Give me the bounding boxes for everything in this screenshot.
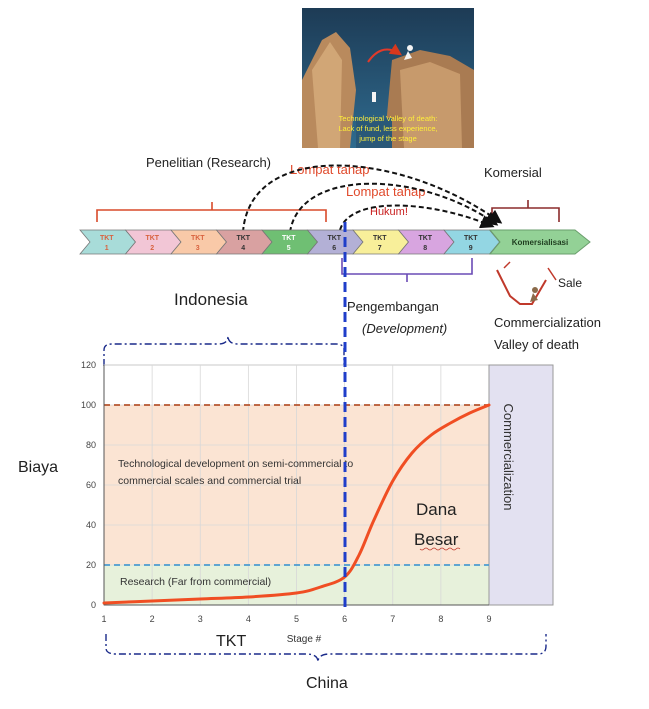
tkt-chevron-title: TKT — [464, 235, 478, 242]
development-region-label-2: commercial scales and commercial trial — [118, 475, 301, 487]
y-tick-label: 40 — [86, 520, 96, 530]
valley-label-2: Valley of death — [494, 337, 579, 352]
x-tick-label: 3 — [198, 614, 203, 624]
cost-curve — [102, 403, 491, 605]
jump-arrows — [242, 164, 503, 233]
y-tick-label: 80 — [86, 440, 96, 450]
photo-caption-3: jump of the stage — [358, 134, 417, 143]
x-axis-label: Stage # — [287, 634, 322, 645]
komersialisasi-arrow: Komersialisasi — [488, 229, 591, 255]
china-brace — [105, 634, 547, 663]
photo-caption-2: Lack of fund, less experience, — [338, 124, 437, 133]
development-brace — [341, 258, 473, 282]
tkt-chevron-number: 7 — [378, 245, 382, 252]
indonesia-brace — [103, 335, 345, 366]
komersial-label: Komersial — [484, 165, 542, 180]
tkt-chevron-number: 5 — [287, 245, 291, 252]
valley-label-1: Commercialization — [494, 315, 601, 330]
tkt-chevron-row: TKT 1 TKT 2 TKT 3 TKT 4 TKT 5 TKT 6 TKT 7 TKT 8 TKT 9 — [79, 229, 501, 255]
valley-photo: Technological Valley of death: Lack of f… — [302, 8, 474, 148]
hukum-label: Hukum! — [370, 206, 408, 218]
y-tick-label: 20 — [86, 560, 96, 570]
commercialization-panel — [488, 364, 554, 606]
china-label: China — [306, 675, 348, 692]
research-region-label: Research (Far from commercial) — [120, 576, 271, 588]
x-tick-label: 6 — [342, 614, 347, 624]
development-label-2: (Development) — [362, 321, 447, 336]
tkt-chevron-number: 6 — [332, 245, 336, 252]
tkt-chevron-title: TKT — [418, 235, 432, 242]
dana-label-1: Dana — [416, 500, 457, 519]
x-tick-label: 4 — [246, 614, 251, 624]
y-tick-label: 0 — [91, 600, 96, 610]
komersialisasi-label: Komersialisasi — [512, 238, 568, 247]
dana-underline — [419, 547, 461, 551]
tkt-chevron-number: 9 — [469, 245, 473, 252]
tkt-chevron-number: 8 — [423, 245, 427, 252]
commercial-valley-sketch — [496, 261, 557, 305]
x-tick-label: 7 — [390, 614, 395, 624]
komersial-brace — [491, 200, 560, 222]
x-tick-label: 9 — [486, 614, 491, 624]
tkt-chevron-title: TKT — [327, 235, 341, 242]
tkt-chevron-title: TKT — [145, 235, 159, 242]
development-label-1: Pengembangan — [347, 299, 439, 314]
y-tick-label: 120 — [81, 360, 96, 370]
x-tick-label: 8 — [438, 614, 443, 624]
x-tick-label: 1 — [101, 614, 106, 624]
tkt-chevron-title: TKT — [191, 235, 205, 242]
tkt-chevron-number: 2 — [150, 245, 154, 252]
tkt-chevron-title: TKT — [282, 235, 296, 242]
indonesia-label: Indonesia — [174, 290, 248, 309]
y-tick-label: 60 — [86, 480, 96, 490]
tkt-chevron-number: 3 — [196, 245, 200, 252]
dana-label-2: Besar — [414, 530, 459, 549]
photo-caption-1: Technological Valley of death: — [339, 114, 438, 123]
y-tick-label: 100 — [81, 400, 96, 410]
x-tick-label: 5 — [294, 614, 299, 624]
sale-label: Sale — [558, 276, 582, 290]
research-brace — [96, 202, 327, 222]
commercialization-panel-label: Commercialization — [501, 404, 516, 511]
tkt-chevron-title: TKT — [100, 235, 114, 242]
tkt-chevron-title: TKT — [373, 235, 387, 242]
research-label: Penelitian (Research) — [146, 155, 271, 170]
tkt-chevron-number: 4 — [241, 245, 245, 252]
lompat-label-2: Lompat tahap — [346, 184, 426, 199]
tkt-chevron-title: TKT — [236, 235, 250, 242]
tkt-chevron-number: 1 — [105, 245, 109, 252]
biaya-label: Biaya — [18, 459, 58, 476]
development-region-label-1: Technological development on semi-commer… — [118, 458, 353, 470]
x-tick-label: 2 — [150, 614, 155, 624]
tkt-axis-label: TKT — [216, 633, 246, 650]
